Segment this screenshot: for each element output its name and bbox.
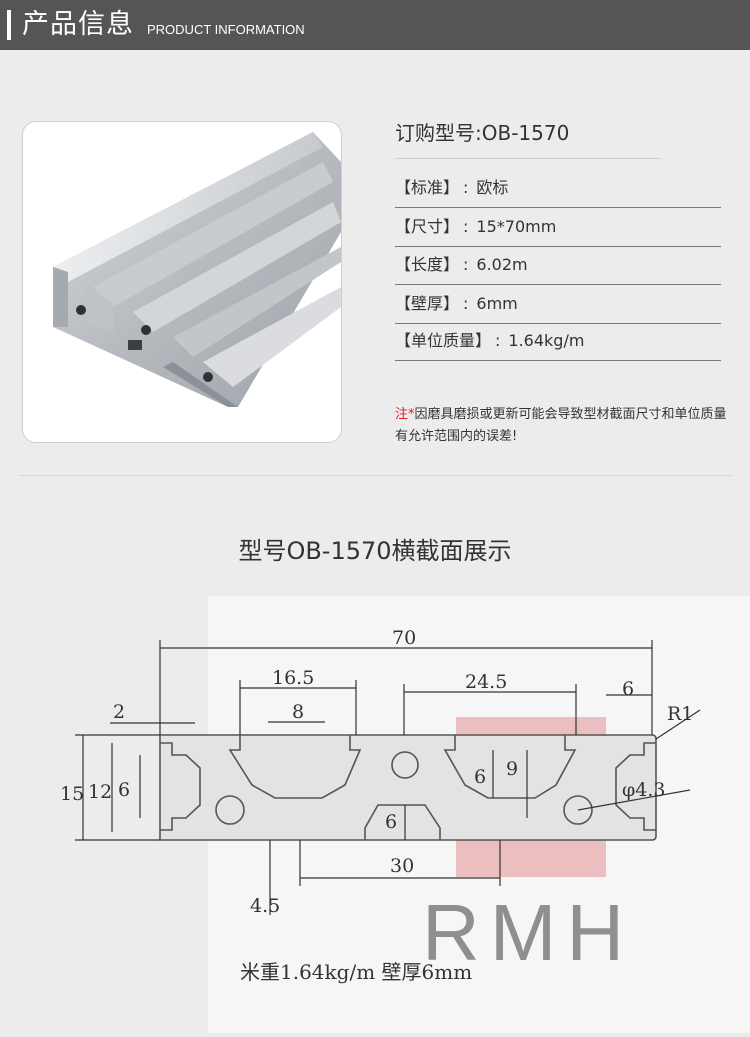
weight-caption: 米重1.64kg/m 壁厚6mm bbox=[240, 960, 473, 984]
divider bbox=[395, 158, 661, 159]
note-mark: 注* bbox=[395, 407, 415, 422]
dim-height: 15 bbox=[60, 783, 84, 805]
dim-hole: φ4.3 bbox=[622, 779, 666, 801]
note-text: 因磨具磨损或更新可能会导致型材截面尺寸和单位质量有允许范围内的误差! bbox=[395, 407, 727, 444]
cross-section-title: 型号OB-1570横截面展示 bbox=[238, 537, 512, 565]
section-divider bbox=[18, 475, 732, 476]
dim-inner-height: 12 bbox=[88, 781, 112, 803]
spec-key: 【单位质量】 bbox=[395, 331, 492, 350]
product-photo bbox=[22, 121, 342, 443]
spec-value: 6.02m bbox=[476, 255, 528, 274]
header-accent-bar bbox=[7, 10, 11, 40]
spec-row-size: 【尺寸】:15*70mm bbox=[395, 208, 721, 247]
dim-bottom-slot-depth: 6 bbox=[385, 811, 397, 833]
brand-watermark: RMH bbox=[422, 888, 635, 977]
spec-sep: : bbox=[495, 331, 501, 350]
dim-right-end: 6 bbox=[622, 678, 634, 700]
spec-row-weight: 【单位质量】:1.64kg/m bbox=[395, 322, 721, 361]
header-subtitle: PRODUCT INFORMATION bbox=[147, 22, 305, 37]
spec-value: 15*70mm bbox=[476, 217, 557, 236]
spec-value: 1.64kg/m bbox=[508, 331, 585, 350]
spec-key: 【标准】 bbox=[395, 178, 460, 197]
spec-row-length: 【长度】:6.02m bbox=[395, 246, 721, 285]
dim-edge: 2 bbox=[113, 701, 125, 723]
dim-left-slot: 16.5 bbox=[272, 667, 314, 689]
spec-sep: : bbox=[463, 178, 469, 197]
spec-sep: : bbox=[463, 255, 469, 274]
dim-right-span: 24.5 bbox=[465, 671, 507, 693]
dim-slot-open: 8 bbox=[292, 701, 304, 723]
spec-key: 【长度】 bbox=[395, 255, 460, 274]
spec-row-wall: 【壁厚】:6mm bbox=[395, 285, 721, 324]
spec-key: 【壁厚】 bbox=[395, 294, 460, 313]
header-title: 产品信息 bbox=[22, 9, 134, 40]
section-header: 产品信息 PRODUCT INFORMATION bbox=[0, 0, 750, 50]
dim-slot-depth-left: 6 bbox=[118, 779, 130, 801]
spec-value: 欧标 bbox=[476, 178, 509, 197]
dim-overall: 70 bbox=[392, 627, 416, 649]
aluminum-profile-image bbox=[53, 132, 341, 407]
cross-section-drawing: 70 16.5 24.5 6 2 8 R1 15 12 6 6 9 φ4.3 6… bbox=[0, 600, 750, 1033]
dim-slot-depth-right-b: 9 bbox=[506, 758, 518, 780]
cross-section-svg: 70 16.5 24.5 6 2 8 R1 15 12 6 6 9 φ4.3 6… bbox=[60, 627, 701, 917]
spec-key: 【尺寸】 bbox=[395, 217, 460, 236]
dim-radius: R1 bbox=[667, 703, 693, 725]
spec-value: 6mm bbox=[476, 294, 518, 313]
spec-sep: : bbox=[463, 217, 469, 236]
spec-row-standard: 【标准】: 欧标 bbox=[395, 169, 721, 208]
spec-sep: : bbox=[463, 294, 469, 313]
dim-slot-depth-right: 6 bbox=[474, 766, 486, 788]
tolerance-note: 注*因磨具磨损或更新可能会导致型材截面尺寸和单位质量有允许范围内的误差! bbox=[395, 404, 730, 448]
dim-bottom-span: 30 bbox=[390, 855, 414, 877]
dim-groove: 4.5 bbox=[250, 895, 280, 917]
order-model: 订购型号:OB-1570 bbox=[395, 121, 570, 145]
